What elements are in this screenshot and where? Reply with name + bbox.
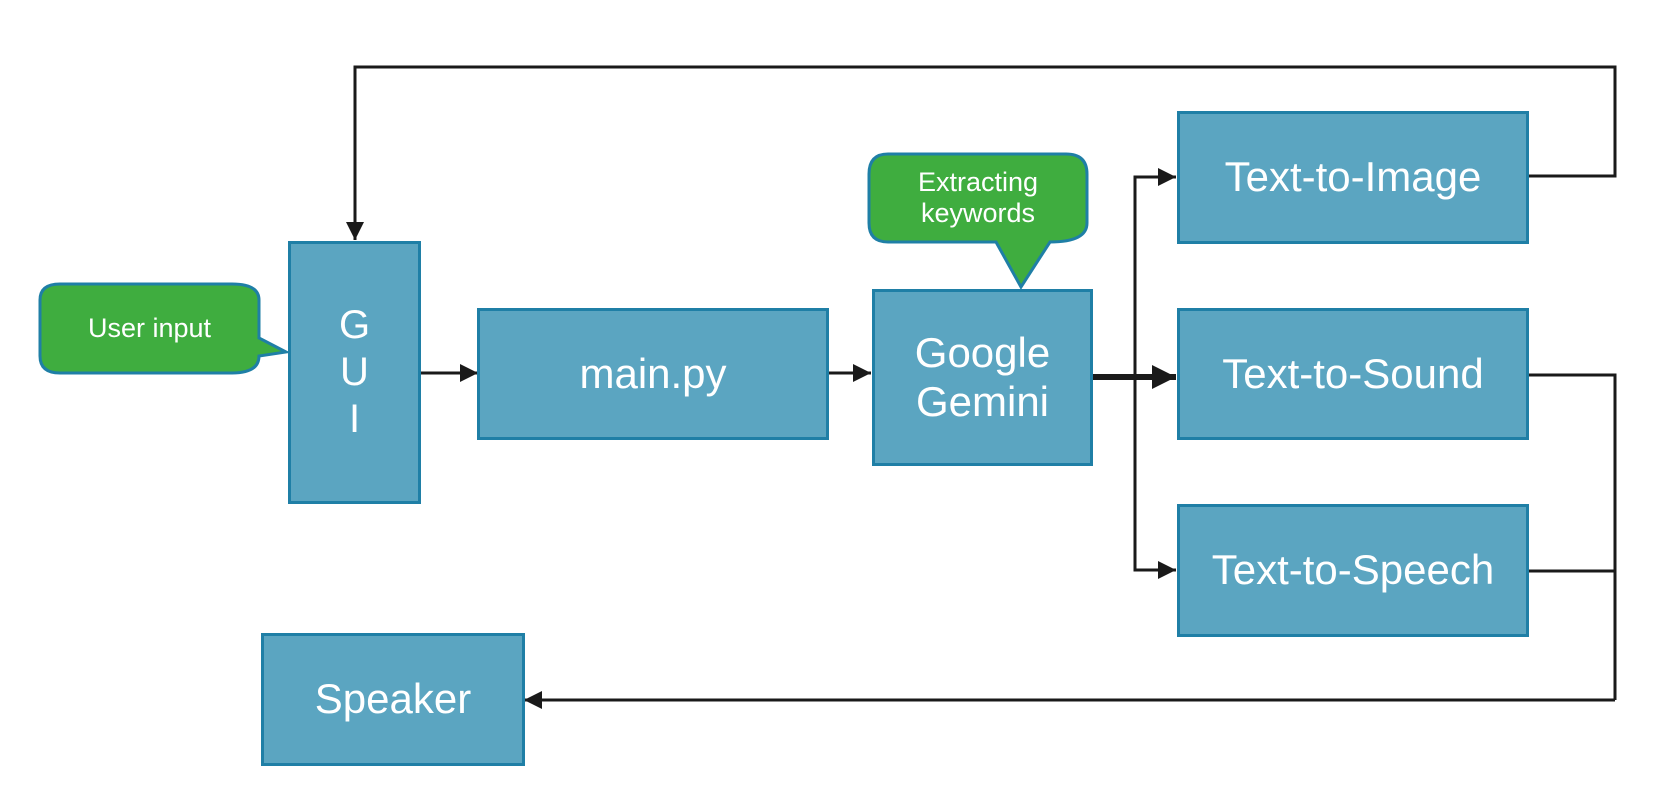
text-to-image-label: Text-to-Image xyxy=(1224,153,1482,201)
main-py-box: main.py xyxy=(477,308,829,440)
google-gemini-label: Google Gemini xyxy=(914,329,1051,425)
text-to-sound-box: Text-to-Sound xyxy=(1177,308,1529,440)
main-py-label: main.py xyxy=(579,349,727,397)
speaker-box: Speaker xyxy=(261,633,525,766)
edge-t2s-to-bus xyxy=(1529,373,1617,700)
gui-box: G U I xyxy=(288,241,421,504)
extracting-keywords-callout-label: Extracting keywords xyxy=(917,166,1039,228)
text-to-speech-box: Text-to-Speech xyxy=(1177,504,1529,637)
google-gemini-box: Google Gemini xyxy=(872,289,1093,466)
edge-gemini-to-tts xyxy=(1133,377,1176,579)
extracting-keywords-callout xyxy=(867,152,1089,290)
user-input-callout-label: User input xyxy=(87,312,212,343)
speaker-label: Speaker xyxy=(314,675,472,723)
gui-label: G U I xyxy=(338,302,371,442)
text-to-speech-label: Text-to-Speech xyxy=(1211,546,1495,594)
edge-t2i-to-gui xyxy=(346,65,1617,240)
user-input-callout xyxy=(38,282,291,375)
text-to-sound-label: Text-to-Sound xyxy=(1222,349,1484,397)
edge-gemini-to-t2i xyxy=(1133,168,1176,377)
text-to-image-box: Text-to-Image xyxy=(1177,111,1529,244)
